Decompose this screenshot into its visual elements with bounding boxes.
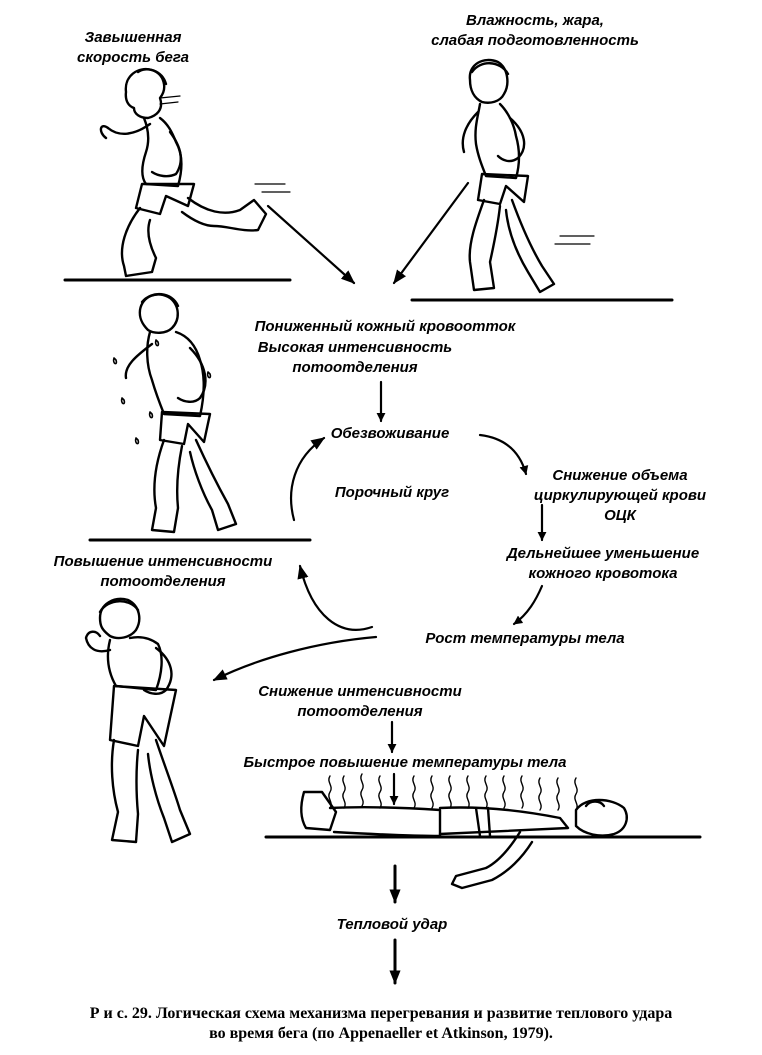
label-body-temperature-rise: Рост температуры тела (425, 630, 625, 647)
label-rapid-temperature-rise: Быстрое повышение температуры тела (243, 754, 567, 771)
label-vicious-circle: Порочный круг (334, 484, 450, 501)
figure-caption-line2: во время бега (по Appenaeller et Atkinso… (209, 1025, 553, 1042)
runner-figure-sweating (88, 293, 312, 542)
label-line: Дельнейшее уменьшение (506, 545, 700, 562)
label-high-sweat-intensity: Высокая интенсивность потоотделения (225, 338, 485, 378)
arrow-temperature-to-runner (212, 635, 378, 682)
arrow-vicious-circle-upper (290, 436, 326, 522)
arrow-skin-flow-to-temperature (512, 584, 544, 626)
label-humidity-heat: Влажность, жара, слабая подготовленность (410, 11, 660, 51)
arrow-vicious-circle-lower (297, 564, 374, 631)
flow-arrows (212, 181, 547, 985)
label-line: Влажность, жара, (466, 12, 604, 29)
label-reduced-blood-volume: Снижение объема циркулирующей крови ОЦК (520, 466, 720, 526)
label-reduced-skin-blood-flow: Пониженный кожный кровоотток (254, 318, 516, 335)
label-heat-stroke: Тепловой удар (336, 916, 448, 933)
walker-figure-humid (410, 58, 674, 302)
label-further-skin-flow-reduction: Дельнейшее уменьшение кожного кровотока (488, 544, 718, 584)
label-line: Завышенная (84, 29, 182, 46)
label-increased-sweat: Повышение интенсивности потоотделения (28, 552, 298, 592)
label-line: потоотделения (297, 703, 423, 720)
label-line: слабая подготовленность (431, 32, 639, 49)
label-decreased-sweat: Снижение интенсивности потоотделения (230, 682, 490, 722)
label-line: потоотделения (100, 573, 226, 590)
runner-figure-fast (63, 67, 292, 282)
label-line: скорость бега (77, 49, 189, 66)
arrow-fast-to-skin-flow (266, 204, 356, 285)
label-fast-running: Завышенная скорость бега (58, 28, 208, 68)
arrow-dehydration-to-blood-volume (478, 433, 529, 476)
label-line: потоотделения (292, 359, 418, 376)
figure-caption-line1: Р и с. 29. Логическая схема механизма пе… (89, 1005, 673, 1022)
label-line: Снижение объема (552, 467, 688, 484)
label-line: Повышение интенсивности (53, 553, 273, 570)
runner-figure-wiping (84, 597, 192, 844)
label-dehydration: Обезвоживание (330, 425, 450, 442)
label-line: кожного кровотока (528, 565, 678, 582)
collapsed-figure (264, 773, 702, 890)
arrow-humid-to-skin-flow (392, 181, 470, 285)
label-line: Снижение интенсивности (258, 683, 462, 700)
label-line: циркулирующей крови (533, 487, 707, 504)
label-line: Высокая интенсивность (257, 339, 453, 356)
label-line: ОЦК (604, 507, 636, 524)
